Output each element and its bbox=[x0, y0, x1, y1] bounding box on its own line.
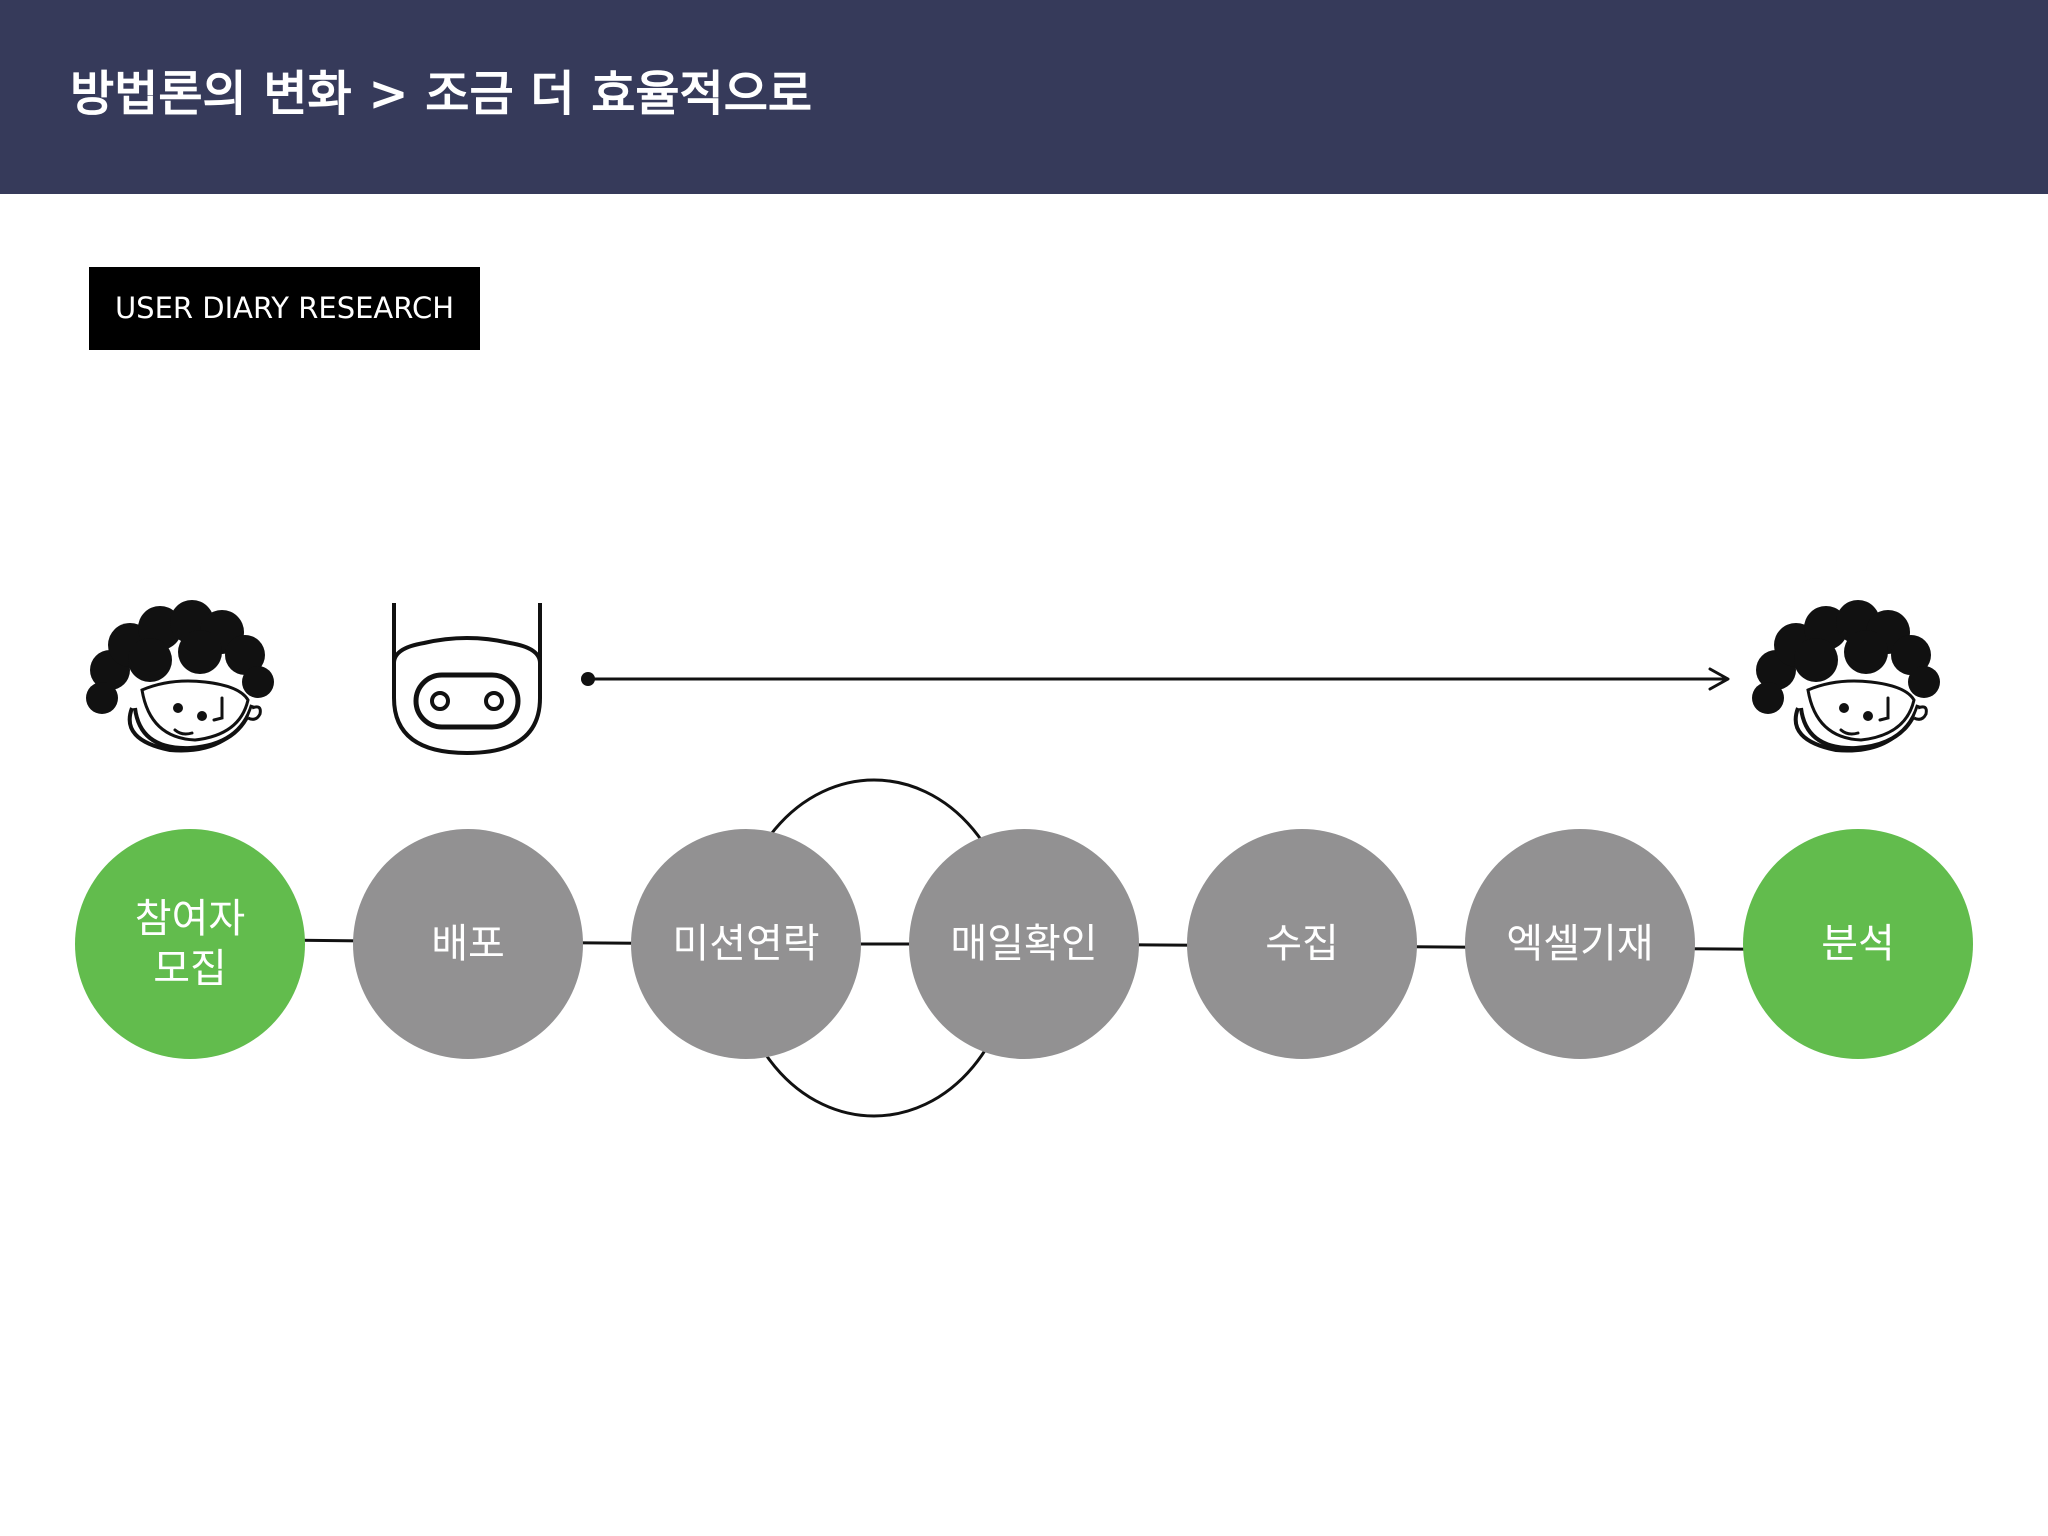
timeline-arrow bbox=[581, 667, 1730, 691]
step-label: 수집 bbox=[1265, 921, 1339, 967]
step-4: 매일확인 bbox=[909, 829, 1139, 1059]
step-label: 분석 bbox=[1821, 921, 1895, 967]
step-circle bbox=[1743, 829, 1973, 1059]
step-3: 미션연락 bbox=[631, 829, 861, 1059]
arrow-head-icon bbox=[1708, 667, 1730, 691]
step-6: 엑셀기재 bbox=[1465, 829, 1695, 1059]
step-circle bbox=[353, 829, 583, 1059]
step-7: 분석 bbox=[1743, 829, 1973, 1059]
header-bar: 방법론의 변화 > 조금 더 효율적으로 bbox=[0, 0, 2048, 194]
step-label: 모집 bbox=[153, 946, 227, 992]
step-label: 미션연락 bbox=[672, 921, 819, 967]
step-circle bbox=[909, 829, 1139, 1059]
step-circle bbox=[1187, 829, 1417, 1059]
step-circle bbox=[631, 829, 861, 1059]
robot-icon bbox=[392, 603, 542, 756]
step-5: 수집 bbox=[1187, 829, 1417, 1059]
step-label: 참여자 bbox=[135, 896, 245, 942]
person-icon-end bbox=[1750, 598, 1942, 753]
step-label: 매일확인 bbox=[950, 921, 1097, 967]
step-2: 배포 bbox=[353, 829, 583, 1059]
step-circle bbox=[1465, 829, 1695, 1059]
person-icon-start bbox=[84, 598, 276, 753]
page-title: 방법론의 변화 > 조금 더 효율적으로 bbox=[70, 66, 813, 122]
step-circle bbox=[75, 829, 305, 1059]
step-label: 배포 bbox=[431, 921, 505, 967]
section-label: USER DIARY RESEARCH bbox=[89, 267, 480, 350]
step-label: 엑셀기재 bbox=[1506, 921, 1653, 967]
